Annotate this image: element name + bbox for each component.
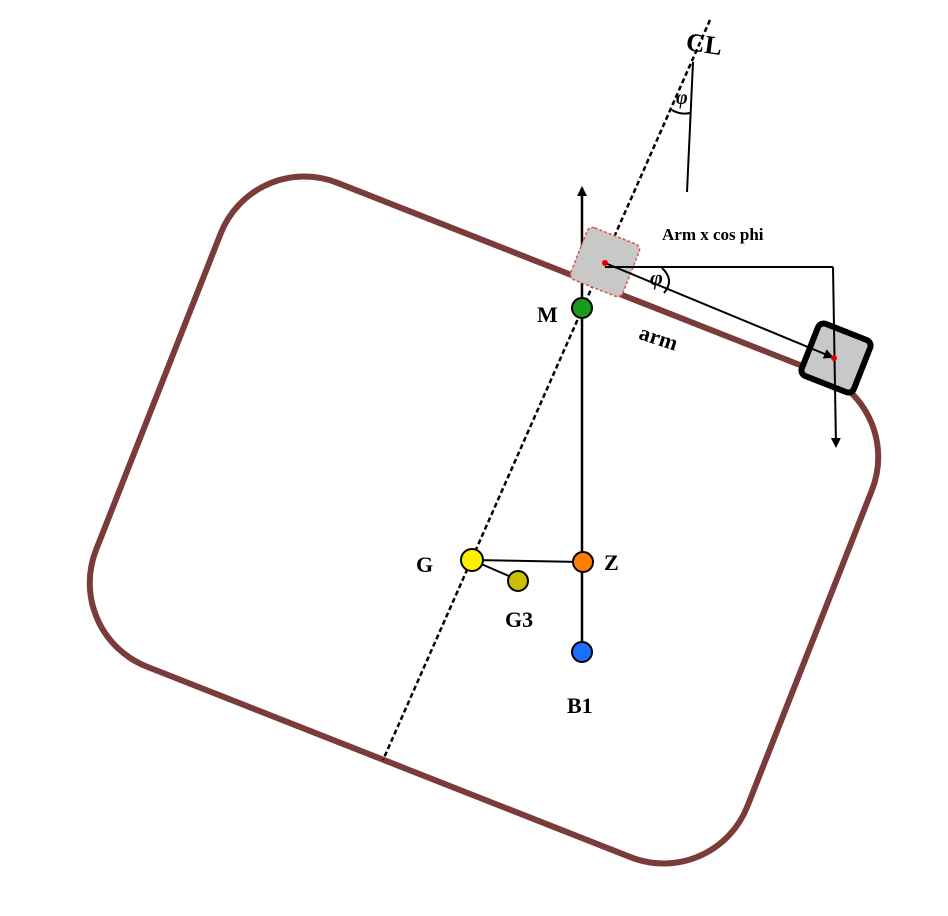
label-arm-cos-phi: Arm x cos phi	[662, 225, 764, 244]
label-phi-arm: φ	[650, 265, 663, 290]
arm-vector	[604, 262, 834, 359]
label-m: M	[537, 302, 558, 327]
label-z: Z	[604, 550, 619, 575]
vertical-reference-line	[686, 61, 694, 193]
point-g	[460, 548, 484, 572]
label-g3: G3	[505, 607, 533, 632]
angle-arc-arm	[661, 267, 670, 294]
label-phi-top: φ	[676, 87, 688, 109]
label-arm: arm	[636, 320, 681, 356]
point-z	[572, 551, 594, 573]
lever-gz	[471, 559, 583, 563]
label-b1: B1	[567, 693, 593, 718]
hull	[86, 173, 882, 867]
angle-arc-top	[671, 109, 691, 115]
label-g: G	[416, 552, 433, 577]
hull-outline	[86, 173, 882, 867]
label-cl: CL	[684, 27, 724, 61]
point-m	[571, 297, 593, 319]
centerline-dashed	[381, 19, 712, 761]
weight-moved-center	[831, 355, 837, 361]
point-g3	[507, 570, 529, 592]
point-b1	[571, 641, 593, 663]
weight-original-center	[602, 260, 608, 266]
